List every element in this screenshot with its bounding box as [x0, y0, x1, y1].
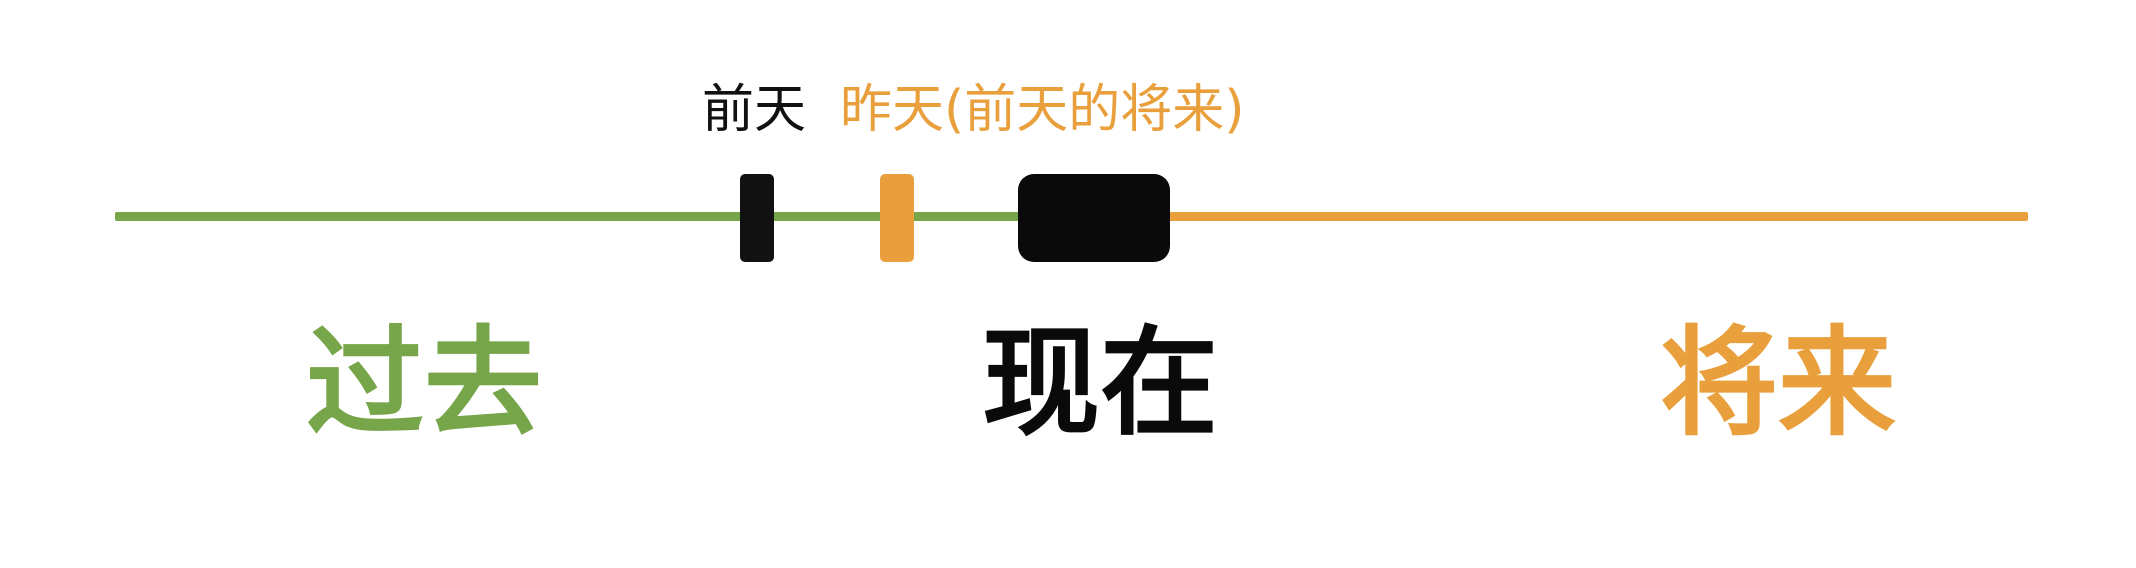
- yesterday-marker: [880, 174, 914, 262]
- timeline-past-segment: [115, 212, 1025, 221]
- timeline-future-segment: [1020, 212, 2028, 221]
- now-label: 现在: [982, 313, 1219, 452]
- day-before-marker: [740, 174, 774, 262]
- future-label: 将来: [1660, 313, 1897, 452]
- past-label: 过去: [306, 313, 543, 452]
- day-before-label: 前天: [702, 80, 807, 140]
- now-marker: [1018, 174, 1170, 262]
- yesterday-label: 昨天(前天的将来): [840, 80, 1245, 140]
